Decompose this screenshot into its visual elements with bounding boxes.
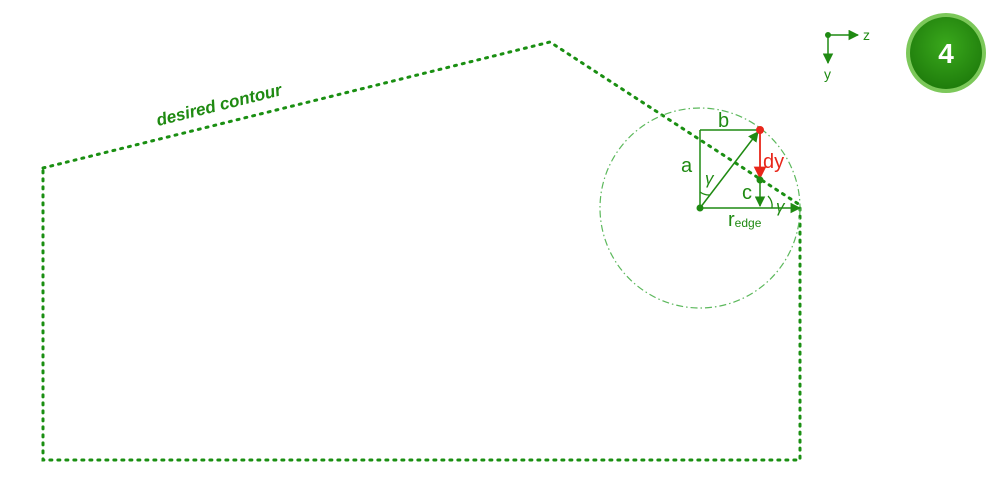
gamma-arc-edge [767,195,773,209]
desired-contour-outline [41,40,802,462]
tool-point [756,126,764,134]
label-r-subscript: edge [735,216,762,230]
label-dy: dy [763,151,784,173]
step-badge-number: 4 [938,38,954,69]
label-r: r [728,209,735,231]
y-axis-label: y [824,66,831,82]
gamma-arc-center [699,191,711,196]
desired-contour-label: desired contour [154,80,285,130]
step-badge [910,17,982,89]
label-r-edge: redge [728,209,762,231]
axes-origin [825,32,831,38]
contour-point [756,176,764,184]
z-axis-label: z [863,27,870,43]
label-c: c [742,182,752,204]
label-gamma-center: γ [705,169,715,188]
center-point [696,204,704,212]
label-a: a [681,155,693,177]
label-b: b [718,110,729,132]
label-gamma-edge: γ [776,197,786,216]
